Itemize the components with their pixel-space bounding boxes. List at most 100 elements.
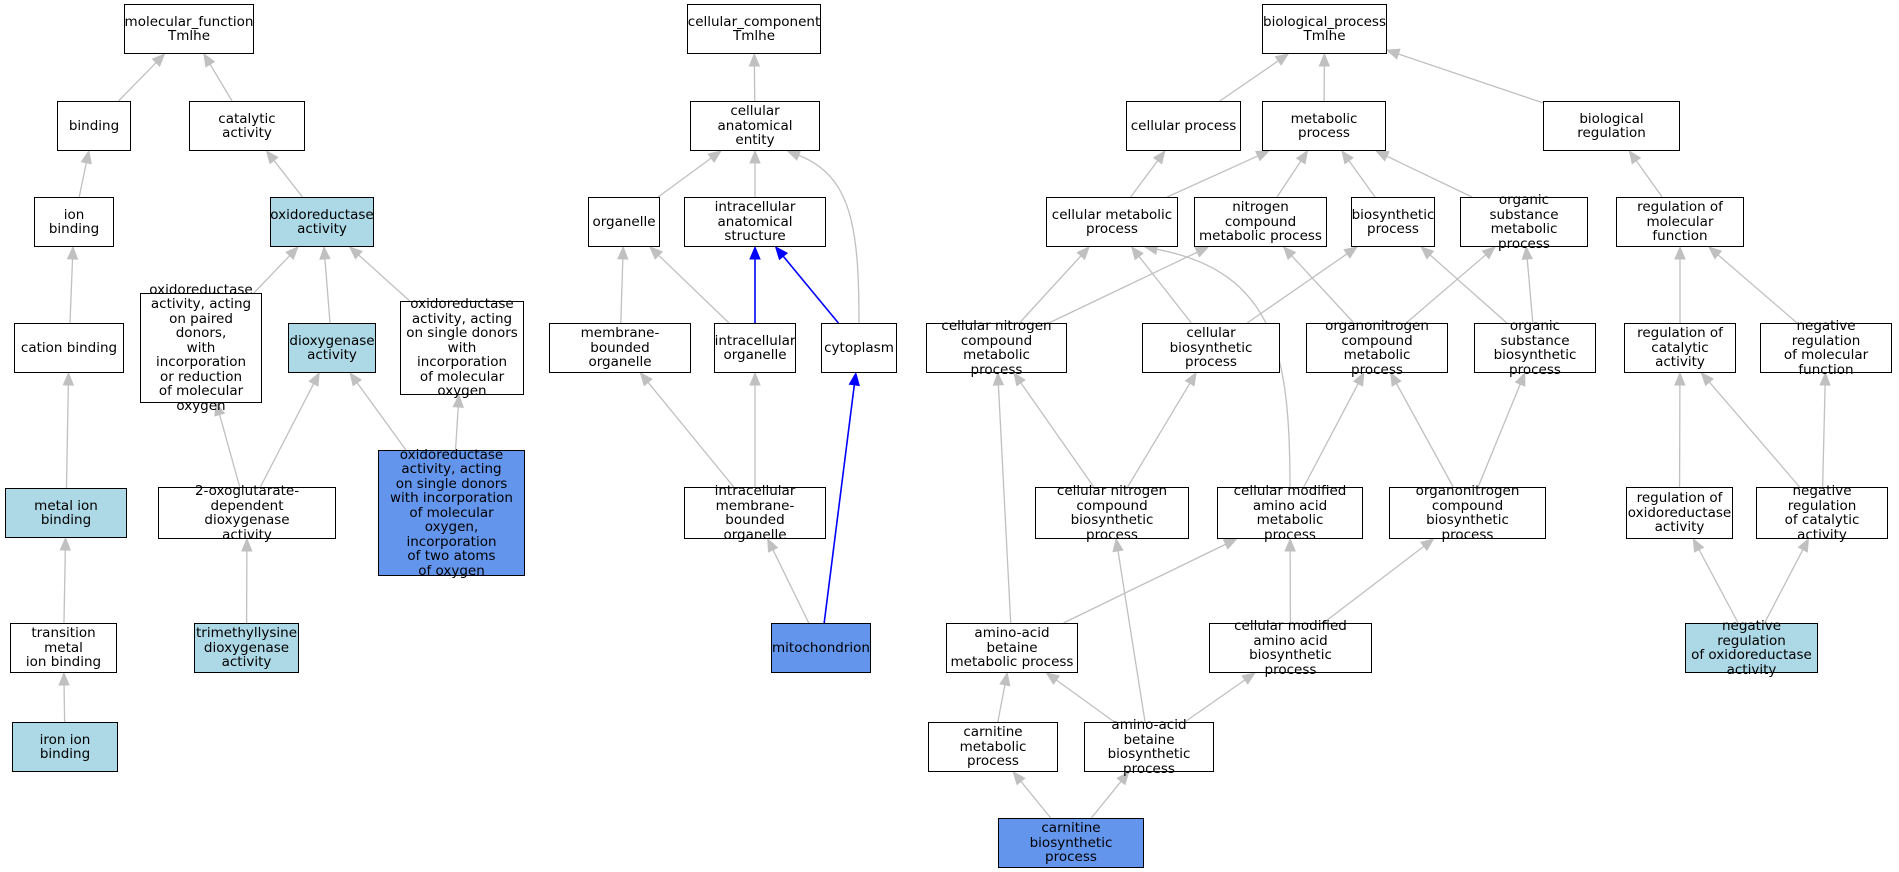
edge-ox-two-atoms-to-ox-single bbox=[452, 393, 464, 451]
node-cc-root: cellular_component Tmlhe bbox=[687, 4, 821, 54]
edge-arrowhead bbox=[348, 246, 363, 260]
edge-line bbox=[1398, 53, 1544, 104]
edge-line bbox=[1063, 543, 1226, 624]
edge-reg-mol-func-to-bio-reg bbox=[1628, 149, 1663, 198]
edge-oxidoreductase-to-catalytic bbox=[265, 149, 303, 198]
edge-line bbox=[1138, 256, 1192, 324]
node-mitochondrion: mitochondrion bbox=[771, 623, 871, 673]
edge-arrowhead bbox=[749, 149, 761, 164]
edge-arrowhead bbox=[1184, 371, 1197, 387]
node-organonitrogen-metabolic: organonitrogen compound metabolic proces… bbox=[1306, 319, 1448, 377]
edge-arrowhead bbox=[1385, 48, 1401, 60]
edge-arrowhead bbox=[1819, 371, 1831, 386]
edge-line bbox=[253, 255, 291, 294]
edge-arrowhead bbox=[639, 371, 653, 387]
node-intra-anat: intracellular anatomical structure bbox=[684, 197, 826, 247]
edge-tml-dioxygenase-to-oxoglutarate bbox=[241, 537, 253, 624]
edge-arrowhead bbox=[1194, 246, 1210, 258]
node-intra-mem-organelle: intracellular membrane-bounded organelle bbox=[684, 484, 826, 542]
edge-cell-mod-aa-metabolic-to-organonitrogen-metabolic bbox=[1303, 371, 1365, 488]
edge-line bbox=[1184, 679, 1246, 723]
edge-arrowhead bbox=[1674, 371, 1686, 386]
edge-line bbox=[78, 162, 87, 198]
edge-arrowhead bbox=[1012, 770, 1026, 786]
node-mem-organelle: membrane-bounded organelle bbox=[549, 323, 691, 373]
edge-arrowhead bbox=[1707, 246, 1723, 260]
edge-arrowhead bbox=[285, 246, 299, 260]
edge-line bbox=[658, 254, 730, 324]
edge-catalytic-to-mf-root bbox=[203, 52, 233, 102]
edge-bio-reg-to-bp-root bbox=[1385, 48, 1544, 104]
node-binding: binding bbox=[57, 101, 131, 151]
node-aa-betaine-metabolic: amino-acid betaine metabolic process bbox=[946, 623, 1078, 673]
node-carnitine-biosynthetic: carnitine biosynthetic process bbox=[998, 818, 1144, 868]
edge-cell-mod-aa-biosynthetic-to-cell-mod-aa-metabolic bbox=[1284, 537, 1296, 624]
edge-aa-betaine-metabolic-to-cell-nitrogen-metabolic bbox=[992, 371, 1012, 624]
edge-line bbox=[1219, 60, 1279, 102]
edge-line bbox=[1635, 160, 1663, 198]
edge-line bbox=[218, 414, 241, 488]
edge-cell-metabolic-to-metabolic bbox=[1166, 150, 1270, 198]
edge-line bbox=[782, 255, 839, 324]
edge-neg-reg-oxidoreductase-to-reg-oxidoreductase bbox=[1692, 537, 1739, 624]
edge-cell-nitrogen-metabolic-to-cell-metabolic bbox=[1018, 246, 1090, 324]
edge-arrowhead bbox=[80, 149, 92, 165]
edge-iron-ion-to-transition-metal bbox=[58, 671, 70, 723]
edge-arrowhead bbox=[707, 150, 722, 164]
edge-carnitine-biosynthetic-to-aa-betaine-biosynthetic bbox=[1090, 770, 1130, 819]
edge-intra-organelle-to-intra-anat bbox=[749, 245, 761, 323]
edge-arrowhead bbox=[1481, 246, 1496, 260]
node-cell-nitrogen-biosynthetic: cellular nitrogen compound biosynthetic … bbox=[1035, 484, 1189, 542]
node-catalytic: catalytic activity bbox=[189, 101, 305, 151]
edge-arrowhead bbox=[59, 536, 72, 551]
edge-arrowhead bbox=[265, 149, 279, 165]
edge-line bbox=[798, 154, 860, 324]
node-bio-reg: biological regulation bbox=[1543, 101, 1680, 151]
edge-line bbox=[1055, 679, 1115, 723]
node-neg-reg-mol-func: negative regulation of molecular functio… bbox=[1760, 319, 1892, 377]
edge-line bbox=[1821, 384, 1826, 488]
edge-ox-single-to-oxidoreductase bbox=[348, 246, 411, 302]
node-biosynthetic: biosynthetic process bbox=[1351, 197, 1435, 247]
edge-arrowhead bbox=[1628, 149, 1642, 165]
node-cell-process: cellular process bbox=[1126, 101, 1241, 151]
edge-cell-process-to-bp-root bbox=[1219, 53, 1290, 102]
node-oxoglutarate: 2-oxoglutarate-dependent dioxygenase act… bbox=[158, 484, 336, 542]
edge-organonitrogen-metabolic-to-nitrogen-metabolic bbox=[1282, 246, 1355, 324]
edge-line bbox=[1117, 550, 1146, 723]
edge-arrowhead bbox=[1295, 149, 1309, 165]
edge-arrowhead bbox=[1521, 245, 1533, 260]
edge-aa-betaine-biosynthetic-to-cell-nitrogen-biosynthetic bbox=[1112, 537, 1146, 723]
node-org-sub-biosynthetic: organic substance biosynthetic process bbox=[1474, 319, 1596, 377]
node-cell-metabolic: cellular metabolic process bbox=[1046, 197, 1178, 247]
node-bp-root: biological_process Tmlhe bbox=[1262, 4, 1387, 54]
edge-oxoglutarate-to-ox-paired bbox=[214, 401, 241, 488]
edge-arrowhead bbox=[1222, 538, 1238, 550]
edge-arrowhead bbox=[1352, 371, 1365, 387]
edge-line bbox=[1708, 381, 1801, 488]
edge-arrowhead bbox=[1700, 372, 1715, 387]
edge-line bbox=[63, 549, 66, 624]
edge-org-sub-biosynthetic-to-biosynthetic bbox=[1420, 246, 1508, 324]
edge-arrowhead bbox=[1241, 672, 1256, 685]
node-cation-binding: cation binding bbox=[14, 323, 124, 373]
edge-ion-binding-to-binding bbox=[78, 149, 92, 198]
edge-arrowhead bbox=[1343, 246, 1358, 259]
edge-ox-paired-to-oxidoreductase bbox=[253, 246, 299, 294]
edge-cell-nitrogen-biosynthetic-to-cell-nitrogen-metabolic bbox=[1013, 371, 1095, 488]
node-cytoplasm: cytoplasm bbox=[821, 323, 897, 373]
edge-arrowhead bbox=[1045, 672, 1061, 685]
edge-line bbox=[620, 258, 624, 324]
edge-ox-two-atoms-to-dioxygenase bbox=[349, 371, 407, 451]
edge-carnitine-biosynthetic-to-carnitine-metabolic bbox=[1012, 770, 1052, 819]
edge-line bbox=[63, 684, 66, 723]
edge-line bbox=[1395, 383, 1454, 488]
edge-line bbox=[997, 684, 1006, 723]
edge-arrowhead bbox=[1318, 52, 1331, 67]
edge-line bbox=[209, 63, 233, 102]
node-organonitrogen-biosynthetic: organonitrogen compound biosynthetic pro… bbox=[1389, 484, 1546, 542]
node-iron-ion: iron ion binding bbox=[12, 722, 118, 772]
edge-line bbox=[1303, 383, 1359, 488]
edge-line bbox=[1291, 255, 1355, 324]
